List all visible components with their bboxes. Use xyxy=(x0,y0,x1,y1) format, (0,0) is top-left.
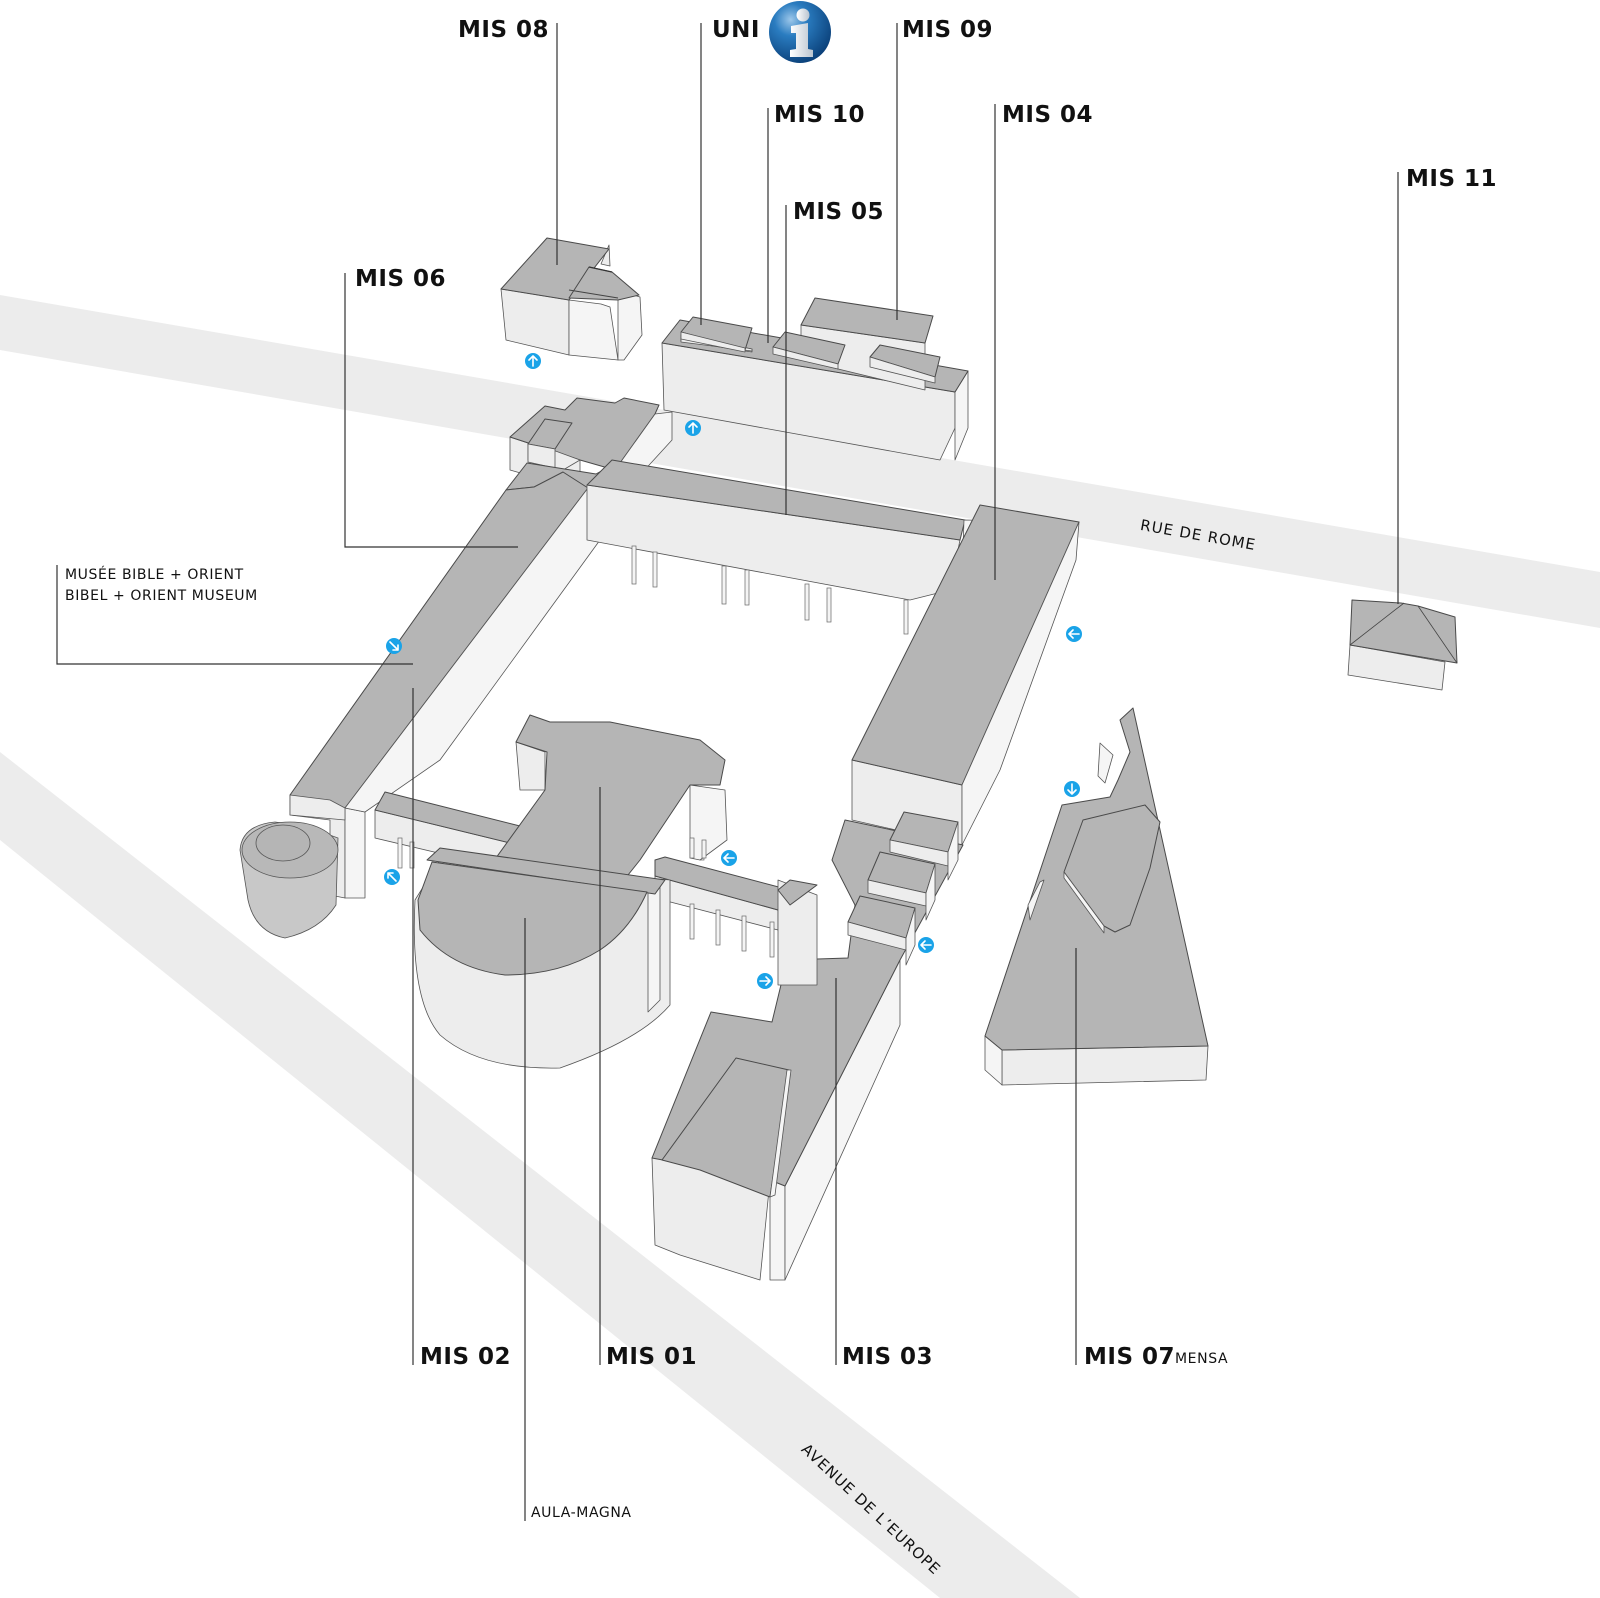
building-mis-03[interactable] xyxy=(651,811,964,1281)
label-mis-06[interactable]: MIS 06 xyxy=(355,266,447,292)
building-mis-11[interactable] xyxy=(1347,599,1458,691)
label-mis-07[interactable]: MIS 07 xyxy=(1084,1344,1176,1370)
road-avenue-europe xyxy=(0,752,1080,1598)
building-mis-04[interactable] xyxy=(851,504,1080,861)
label-mis-04[interactable]: MIS 04 xyxy=(1002,102,1094,128)
label-mis-10[interactable]: MIS 10 xyxy=(774,102,866,128)
building-aula-magna[interactable] xyxy=(413,847,671,1069)
building-mis-08[interactable] xyxy=(500,237,643,361)
entrance-icon[interactable] xyxy=(721,850,737,866)
entrance-icon[interactable] xyxy=(918,937,934,953)
pillars xyxy=(631,545,909,635)
entrance-icon[interactable] xyxy=(1064,781,1080,797)
info-icon[interactable] xyxy=(769,1,831,63)
building-mis-05[interactable] xyxy=(586,459,966,635)
label-mis-11[interactable]: MIS 11 xyxy=(1406,166,1498,192)
label-museum-de: BIBEL + ORIENT MUSEUM xyxy=(65,588,258,604)
label-mis-05[interactable]: MIS 05 xyxy=(793,199,885,225)
building-mis-06[interactable] xyxy=(289,397,673,899)
entrance-icon[interactable] xyxy=(386,638,402,654)
road-rue-de-rome xyxy=(0,295,1600,628)
leader-lines xyxy=(56,23,1399,1521)
label-mensa: MENSA xyxy=(1175,1351,1229,1367)
entrance-icon[interactable] xyxy=(757,973,773,989)
label-mis-09[interactable]: MIS 09 xyxy=(902,17,994,43)
label-mis-03[interactable]: MIS 03 xyxy=(842,1344,934,1370)
label-mis-08[interactable]: MIS 08 xyxy=(458,17,550,43)
entrance-icon[interactable] xyxy=(384,869,400,885)
entrance-icon[interactable] xyxy=(1066,626,1082,642)
connector-south[interactable] xyxy=(654,856,818,986)
building-mis-07[interactable] xyxy=(984,707,1209,1086)
building-museum-cylinder[interactable] xyxy=(239,821,339,939)
label-aula-magna: AULA-MAGNA xyxy=(531,1505,632,1521)
label-museum-fr: MUSÉE BIBLE + ORIENT xyxy=(65,567,244,583)
label-mis-01[interactable]: MIS 01 xyxy=(606,1344,698,1370)
label-uni-info[interactable]: UNI xyxy=(712,17,760,43)
building-mis-01[interactable] xyxy=(479,714,728,911)
entrance-icon[interactable] xyxy=(685,420,701,436)
entrance-icon[interactable] xyxy=(525,353,541,369)
label-mis-02[interactable]: MIS 02 xyxy=(420,1344,512,1370)
building-mis-09-10[interactable] xyxy=(661,297,969,461)
